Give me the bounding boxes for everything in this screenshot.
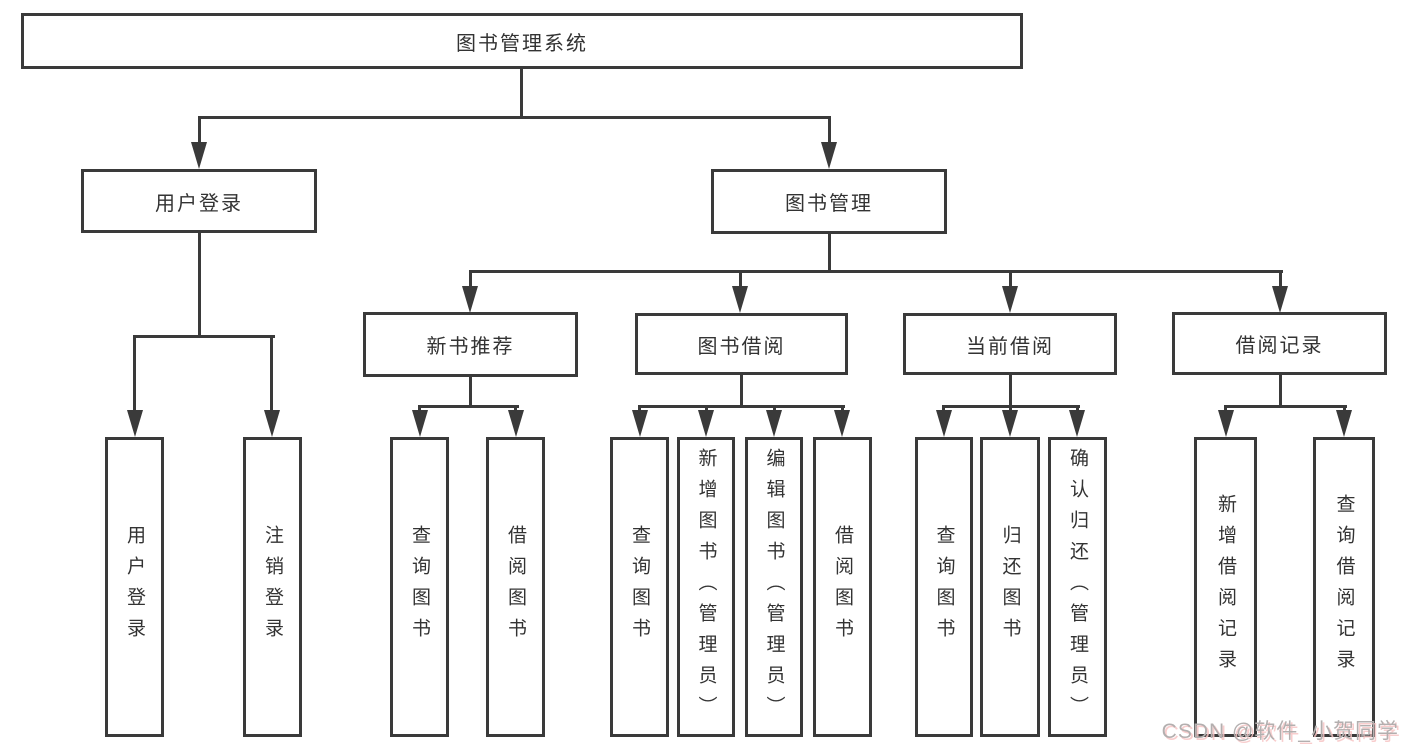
connector-line (740, 375, 743, 408)
connector-line (1009, 375, 1012, 408)
connector-line (1279, 270, 1282, 288)
node-add-borrow-record-label: 新增借阅记录 (1215, 494, 1236, 680)
node-user-login-label: 用户登录 (155, 192, 243, 215)
node-return-books: 归还图书 (980, 437, 1040, 737)
arrowhead-down-icon (698, 410, 714, 437)
node-root-label: 图书管理系统 (456, 32, 588, 55)
node-borrow-books-1: 借阅图书 (486, 437, 545, 737)
arrowhead-down-icon (1002, 286, 1018, 313)
connector-line (133, 335, 136, 413)
arrowhead-down-icon (821, 142, 837, 169)
arrowhead-down-icon (834, 410, 850, 437)
connector-line (1279, 375, 1282, 408)
arrowhead-down-icon (766, 410, 782, 437)
node-query-books-3: 查询图书 (915, 437, 973, 737)
csdn-watermark: CSDN @软件_小贺同学 (1161, 720, 1399, 743)
node-edit-books-admin-label: 编辑图书（管理员） (763, 447, 785, 727)
node-book-borrowing: 图书借阅 (635, 313, 848, 375)
connector-line (520, 69, 523, 117)
node-user-login: 用户登录 (81, 169, 317, 233)
node-query-books-2: 查询图书 (610, 437, 669, 737)
node-add-books-admin-label: 新增图书（管理员） (695, 447, 717, 727)
node-borrowing-records-label: 借阅记录 (1235, 335, 1324, 357)
connector-line (1009, 270, 1012, 288)
node-query-books-1: 查询图书 (390, 437, 449, 737)
connector-line (133, 335, 275, 338)
arrowhead-down-icon (508, 410, 524, 437)
connector-line (942, 405, 945, 413)
arrowhead-down-icon (632, 410, 648, 437)
node-query-books-1-label: 查询图书 (409, 525, 430, 649)
connector-line (469, 377, 472, 408)
node-confirm-return-admin: 确认归还（管理员） (1048, 437, 1107, 737)
connector-line (1224, 405, 1347, 408)
arrowhead-down-icon (1218, 410, 1234, 437)
node-current-borrowing-label: 当前借阅 (966, 335, 1054, 358)
arrowhead-down-icon (1336, 410, 1352, 437)
node-book-management: 图书管理 (711, 169, 947, 234)
node-add-books-admin: 新增图书（管理员） (677, 437, 735, 737)
connector-line (773, 405, 776, 413)
connector-line (828, 234, 831, 273)
arrowhead-down-icon (936, 410, 952, 437)
node-user-login-leaf: 用户登录 (105, 437, 164, 737)
arrowhead-down-icon (462, 286, 478, 313)
arrowhead-down-icon (1002, 410, 1018, 437)
arrowhead-down-icon (1069, 410, 1085, 437)
connector-line (514, 405, 517, 413)
node-query-borrow-record-label: 查询借阅记录 (1333, 494, 1355, 680)
connector-line (638, 405, 845, 408)
node-logout: 注销登录 (243, 437, 302, 737)
arrowhead-down-icon (732, 286, 748, 313)
node-book-borrowing-label: 图书借阅 (697, 335, 786, 358)
arrowhead-down-icon (191, 142, 207, 169)
connector-line (1224, 405, 1227, 413)
connector-line (1076, 405, 1079, 413)
connector-line (841, 405, 844, 413)
connector-line (198, 233, 201, 337)
connector-line (739, 270, 742, 288)
connector-line (469, 270, 1283, 273)
arrowhead-down-icon (127, 410, 143, 437)
connector-line (705, 405, 708, 413)
connector-line (469, 270, 472, 288)
node-book-management-label: 图书管理 (785, 193, 873, 215)
node-confirm-return-admin-label: 确认归还（管理员） (1067, 447, 1088, 727)
connector-line (198, 116, 831, 119)
arrowhead-down-icon (412, 410, 428, 437)
connector-line (198, 116, 201, 146)
node-new-book-recommend: 新书推荐 (363, 312, 578, 377)
node-return-books-label: 归还图书 (999, 525, 1021, 649)
connector-line (1343, 405, 1346, 413)
connector-line (270, 335, 273, 413)
node-borrowing-records: 借阅记录 (1172, 312, 1387, 375)
node-root: 图书管理系统 (21, 13, 1023, 69)
node-current-borrowing: 当前借阅 (903, 313, 1117, 375)
arrowhead-down-icon (1272, 286, 1288, 313)
node-borrow-books-2: 借阅图书 (813, 437, 872, 737)
node-query-books-2-label: 查询图书 (629, 525, 650, 649)
connector-line (418, 405, 519, 408)
node-new-book-recommend-label: 新书推荐 (426, 336, 515, 358)
connector-line (418, 405, 421, 413)
node-logout-label: 注销登录 (262, 525, 283, 649)
connector-line (638, 405, 641, 413)
node-query-borrow-record: 查询借阅记录 (1313, 437, 1375, 737)
arrowhead-down-icon (264, 410, 280, 437)
connector-line (828, 116, 831, 146)
connector-line (1009, 405, 1012, 413)
node-borrow-books-2-label: 借阅图书 (832, 525, 853, 649)
node-borrow-books-1-label: 借阅图书 (505, 525, 526, 649)
node-edit-books-admin: 编辑图书（管理员） (745, 437, 803, 737)
node-add-borrow-record: 新增借阅记录 (1194, 437, 1257, 737)
node-user-login-leaf-label: 用户登录 (124, 525, 145, 649)
node-query-books-3-label: 查询图书 (933, 525, 955, 649)
